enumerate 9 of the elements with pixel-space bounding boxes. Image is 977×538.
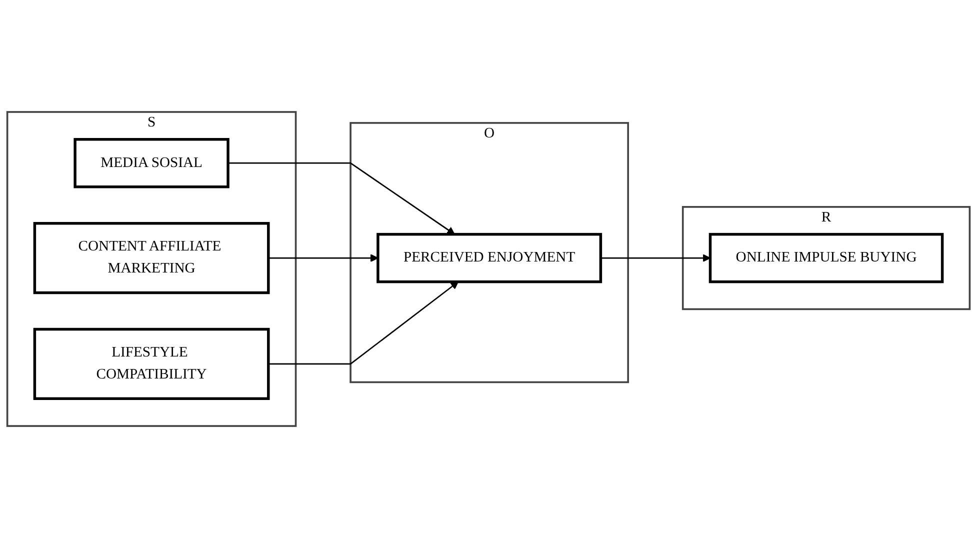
node-box: LIFESTYLE COMPATIBILITY xyxy=(33,328,270,400)
arrow xyxy=(268,281,459,365)
arrow xyxy=(600,254,711,262)
arrow xyxy=(228,162,455,235)
node-box: MEDIA SOSIAL xyxy=(74,138,230,188)
node-box: CONTENT AFFILIATE MARKETING xyxy=(33,222,270,294)
node-box: ONLINE IMPULSE BUYING xyxy=(708,232,944,284)
node-box: PERCEIVED ENJOYMENT xyxy=(376,232,602,284)
arrow xyxy=(268,254,378,262)
